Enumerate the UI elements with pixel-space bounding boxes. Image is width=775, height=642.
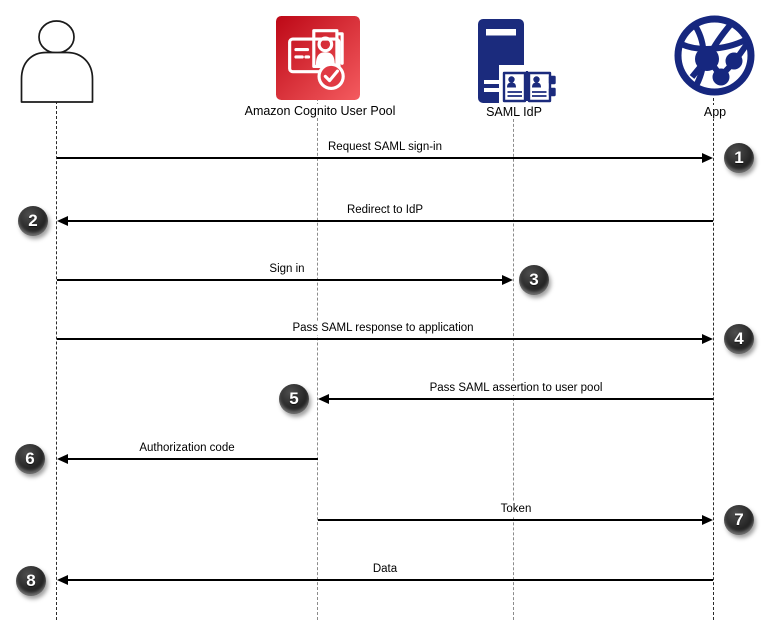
arrowhead-right-icon [702, 334, 713, 344]
arrowhead-right-icon [702, 515, 713, 525]
actor-label-idp: SAML IdP [483, 105, 545, 119]
message-label-8: Data [369, 562, 401, 576]
arrowhead-right-icon [702, 153, 713, 163]
message-arrow-4 [57, 338, 703, 340]
lifeline-idp [513, 104, 514, 620]
step-badge-2: 2 [18, 206, 48, 236]
message-arrow-7 [318, 519, 703, 521]
message-arrow-5 [328, 398, 713, 400]
step-badge-5: 5 [279, 384, 309, 414]
step-badge-6: 6 [15, 444, 45, 474]
globe-network-icon [674, 15, 755, 96]
step-badge-7: 7 [724, 505, 754, 535]
lifeline-app [713, 98, 714, 620]
actor-label-cognito: Amazon Cognito User Pool [241, 104, 399, 118]
message-label-4: Pass SAML response to application [289, 321, 477, 335]
message-label-3: Sign in [266, 262, 308, 276]
arrowhead-right-icon [502, 275, 513, 285]
lifeline-user [56, 101, 57, 620]
actor-label-app: App [700, 105, 730, 119]
step-badge-4: 4 [724, 324, 754, 354]
message-label-1: Request SAML sign-in [325, 140, 445, 154]
arrowhead-left-icon [318, 394, 329, 404]
person-icon [20, 20, 94, 103]
step-badge-1: 1 [724, 143, 754, 173]
message-label-7: Token [497, 502, 535, 516]
lifeline-cognito [317, 98, 318, 620]
arrowhead-left-icon [57, 454, 68, 464]
message-arrow-6 [67, 458, 318, 460]
step-badge-3: 3 [519, 265, 549, 295]
message-arrow-2 [67, 220, 713, 222]
message-label-2: Redirect to IdP [343, 203, 427, 217]
arrowhead-left-icon [57, 575, 68, 585]
message-arrow-3 [57, 279, 503, 281]
arrowhead-left-icon [57, 216, 68, 226]
step-badge-8: 8 [16, 566, 46, 596]
cognito-user-pool-icon [276, 16, 360, 100]
idp-server-book-icon [478, 19, 556, 106]
message-arrow-8 [67, 579, 713, 581]
message-arrow-1 [57, 157, 703, 159]
message-label-6: Authorization code [136, 441, 238, 455]
message-label-5: Pass SAML assertion to user pool [426, 381, 606, 395]
